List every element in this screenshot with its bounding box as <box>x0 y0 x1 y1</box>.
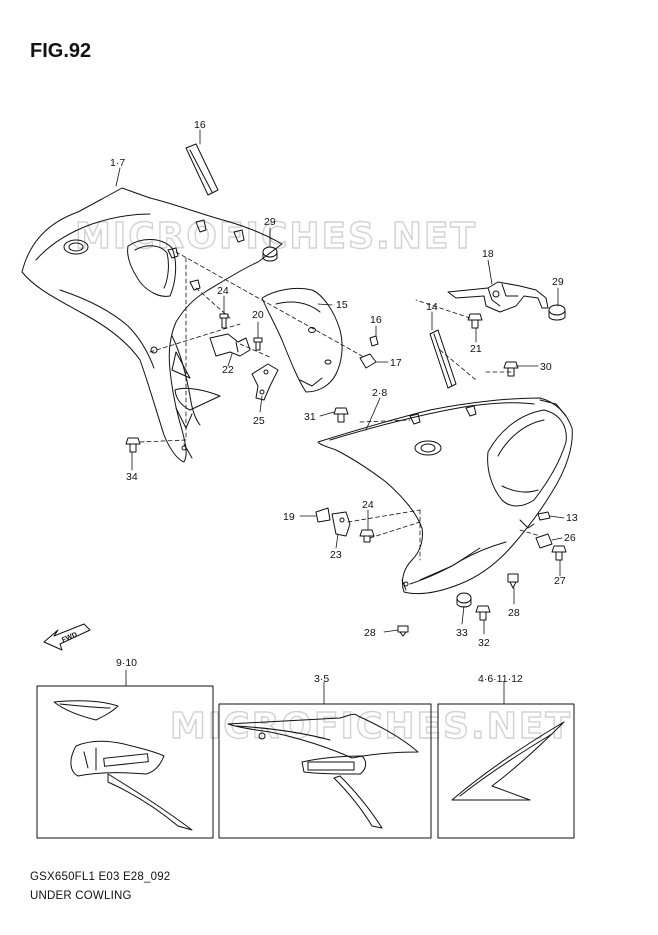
part-15-inner-panel <box>261 287 343 393</box>
part-14-strip <box>429 329 457 389</box>
callout-19: 19 <box>283 511 295 523</box>
watermark-top: MICROFICHES.NET <box>75 216 477 257</box>
part-16-clip <box>369 335 379 347</box>
part-29-grommet-left <box>262 246 278 262</box>
part-18-bracket <box>447 281 549 313</box>
part-32-screw <box>475 605 491 621</box>
callout-22: 22 <box>222 364 234 376</box>
callout-30: 30 <box>540 361 552 373</box>
callout-16-mid: 16 <box>370 314 382 326</box>
part-31-screw <box>333 407 349 423</box>
callout-18: 18 <box>482 248 494 260</box>
callout-28-left: 28 <box>364 627 376 639</box>
figure-description: UNDER COWLING <box>30 890 132 902</box>
callout-27: 27 <box>554 575 566 587</box>
callout-1-7: 1·7 <box>110 157 125 169</box>
decal-box-label-9-10: 9·10 <box>116 657 137 669</box>
figure-title: FIG.92 <box>30 40 92 62</box>
part-19-clip <box>315 507 331 523</box>
right-under-cowling <box>317 397 573 595</box>
callout-24-right: 24 <box>362 499 374 511</box>
part-21-bolt <box>467 313 483 329</box>
callout-25: 25 <box>253 415 265 427</box>
watermark-bottom: MICROFICHES.NET <box>170 706 572 747</box>
part-27-screw <box>551 545 567 561</box>
callout-2-8: 2·8 <box>372 387 387 399</box>
part-13-clip <box>537 511 551 521</box>
part-26-nut <box>535 533 553 549</box>
callout-31: 31 <box>304 411 316 423</box>
part-20-screw <box>253 337 263 351</box>
part-28-fastener-right <box>507 573 519 589</box>
decal-9-10 <box>53 700 193 831</box>
callout-28-right: 28 <box>508 607 520 619</box>
part-29-grommet-right <box>548 304 566 321</box>
figure-code: GSX650FL1 E03 E28_092 <box>30 871 171 883</box>
callout-33: 33 <box>456 627 468 639</box>
callout-21: 21 <box>470 343 482 355</box>
callout-labels: 16 1·7 29 15 24 20 16 22 17 25 34 18 29 … <box>61 119 578 685</box>
callout-14: 14 <box>426 301 438 313</box>
part-34-bolt <box>125 437 141 453</box>
part-22-bracket <box>209 333 251 357</box>
part-30-screw <box>503 361 519 377</box>
callout-20: 20 <box>252 309 264 321</box>
part-33-grommet <box>456 592 472 608</box>
callout-13: 13 <box>566 512 578 524</box>
decal-box-3-5 <box>218 703 432 839</box>
callout-29-right: 29 <box>552 276 564 288</box>
callout-16-top: 16 <box>194 119 206 131</box>
callout-17: 17 <box>390 357 402 369</box>
callout-24-left: 24 <box>217 285 229 297</box>
part-23-bracket <box>331 511 351 537</box>
fwd-label: FWD <box>61 631 78 644</box>
decal-box-9-10 <box>36 685 214 839</box>
part-25-bracket <box>251 363 279 401</box>
decal-box-label-4-6-11-12: 4·6·11·12 <box>478 673 523 685</box>
callout-34: 34 <box>126 471 138 483</box>
part-24-screw-left <box>219 313 229 329</box>
part-17-clip <box>359 353 377 369</box>
callout-15: 15 <box>336 299 348 311</box>
decal-box-label-3-5: 3·5 <box>314 673 329 685</box>
decal-4-6-11-12 <box>451 721 565 801</box>
callout-26: 26 <box>564 532 576 544</box>
part-28-fastener-left <box>397 625 409 637</box>
part-24-screw-right <box>359 529 375 543</box>
part-16-strip <box>185 143 219 196</box>
decal-box-4-6-11-12 <box>437 703 575 839</box>
fwd-arrow <box>43 623 91 651</box>
callout-23: 23 <box>330 549 342 561</box>
callout-32: 32 <box>478 637 490 649</box>
decal-3-5 <box>227 713 419 829</box>
callout-29-left: 29 <box>264 216 276 228</box>
